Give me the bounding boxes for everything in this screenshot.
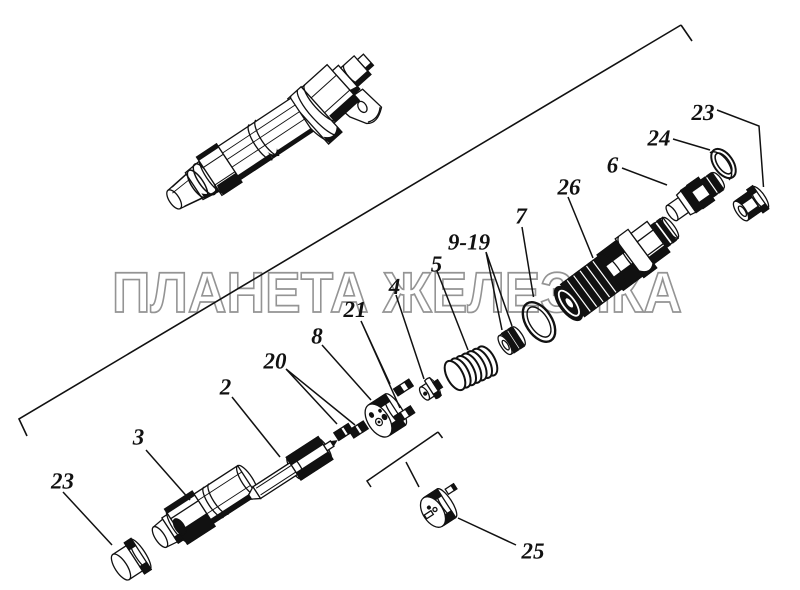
svg-text:9-19: 9-19 (448, 230, 491, 255)
svg-text:8: 8 (311, 324, 323, 349)
svg-text:6: 6 (607, 153, 619, 178)
svg-text:3: 3 (132, 425, 145, 450)
svg-text:2: 2 (219, 375, 232, 400)
svg-text:23: 23 (50, 469, 74, 494)
svg-text:5: 5 (431, 252, 443, 277)
svg-text:23: 23 (691, 100, 715, 125)
svg-text:4: 4 (388, 274, 401, 299)
svg-text:26: 26 (557, 175, 582, 200)
svg-text:20: 20 (263, 349, 288, 374)
svg-text:7: 7 (515, 204, 528, 229)
svg-text:24: 24 (647, 126, 671, 151)
svg-text:25: 25 (521, 539, 545, 564)
svg-text:21: 21 (343, 297, 367, 322)
